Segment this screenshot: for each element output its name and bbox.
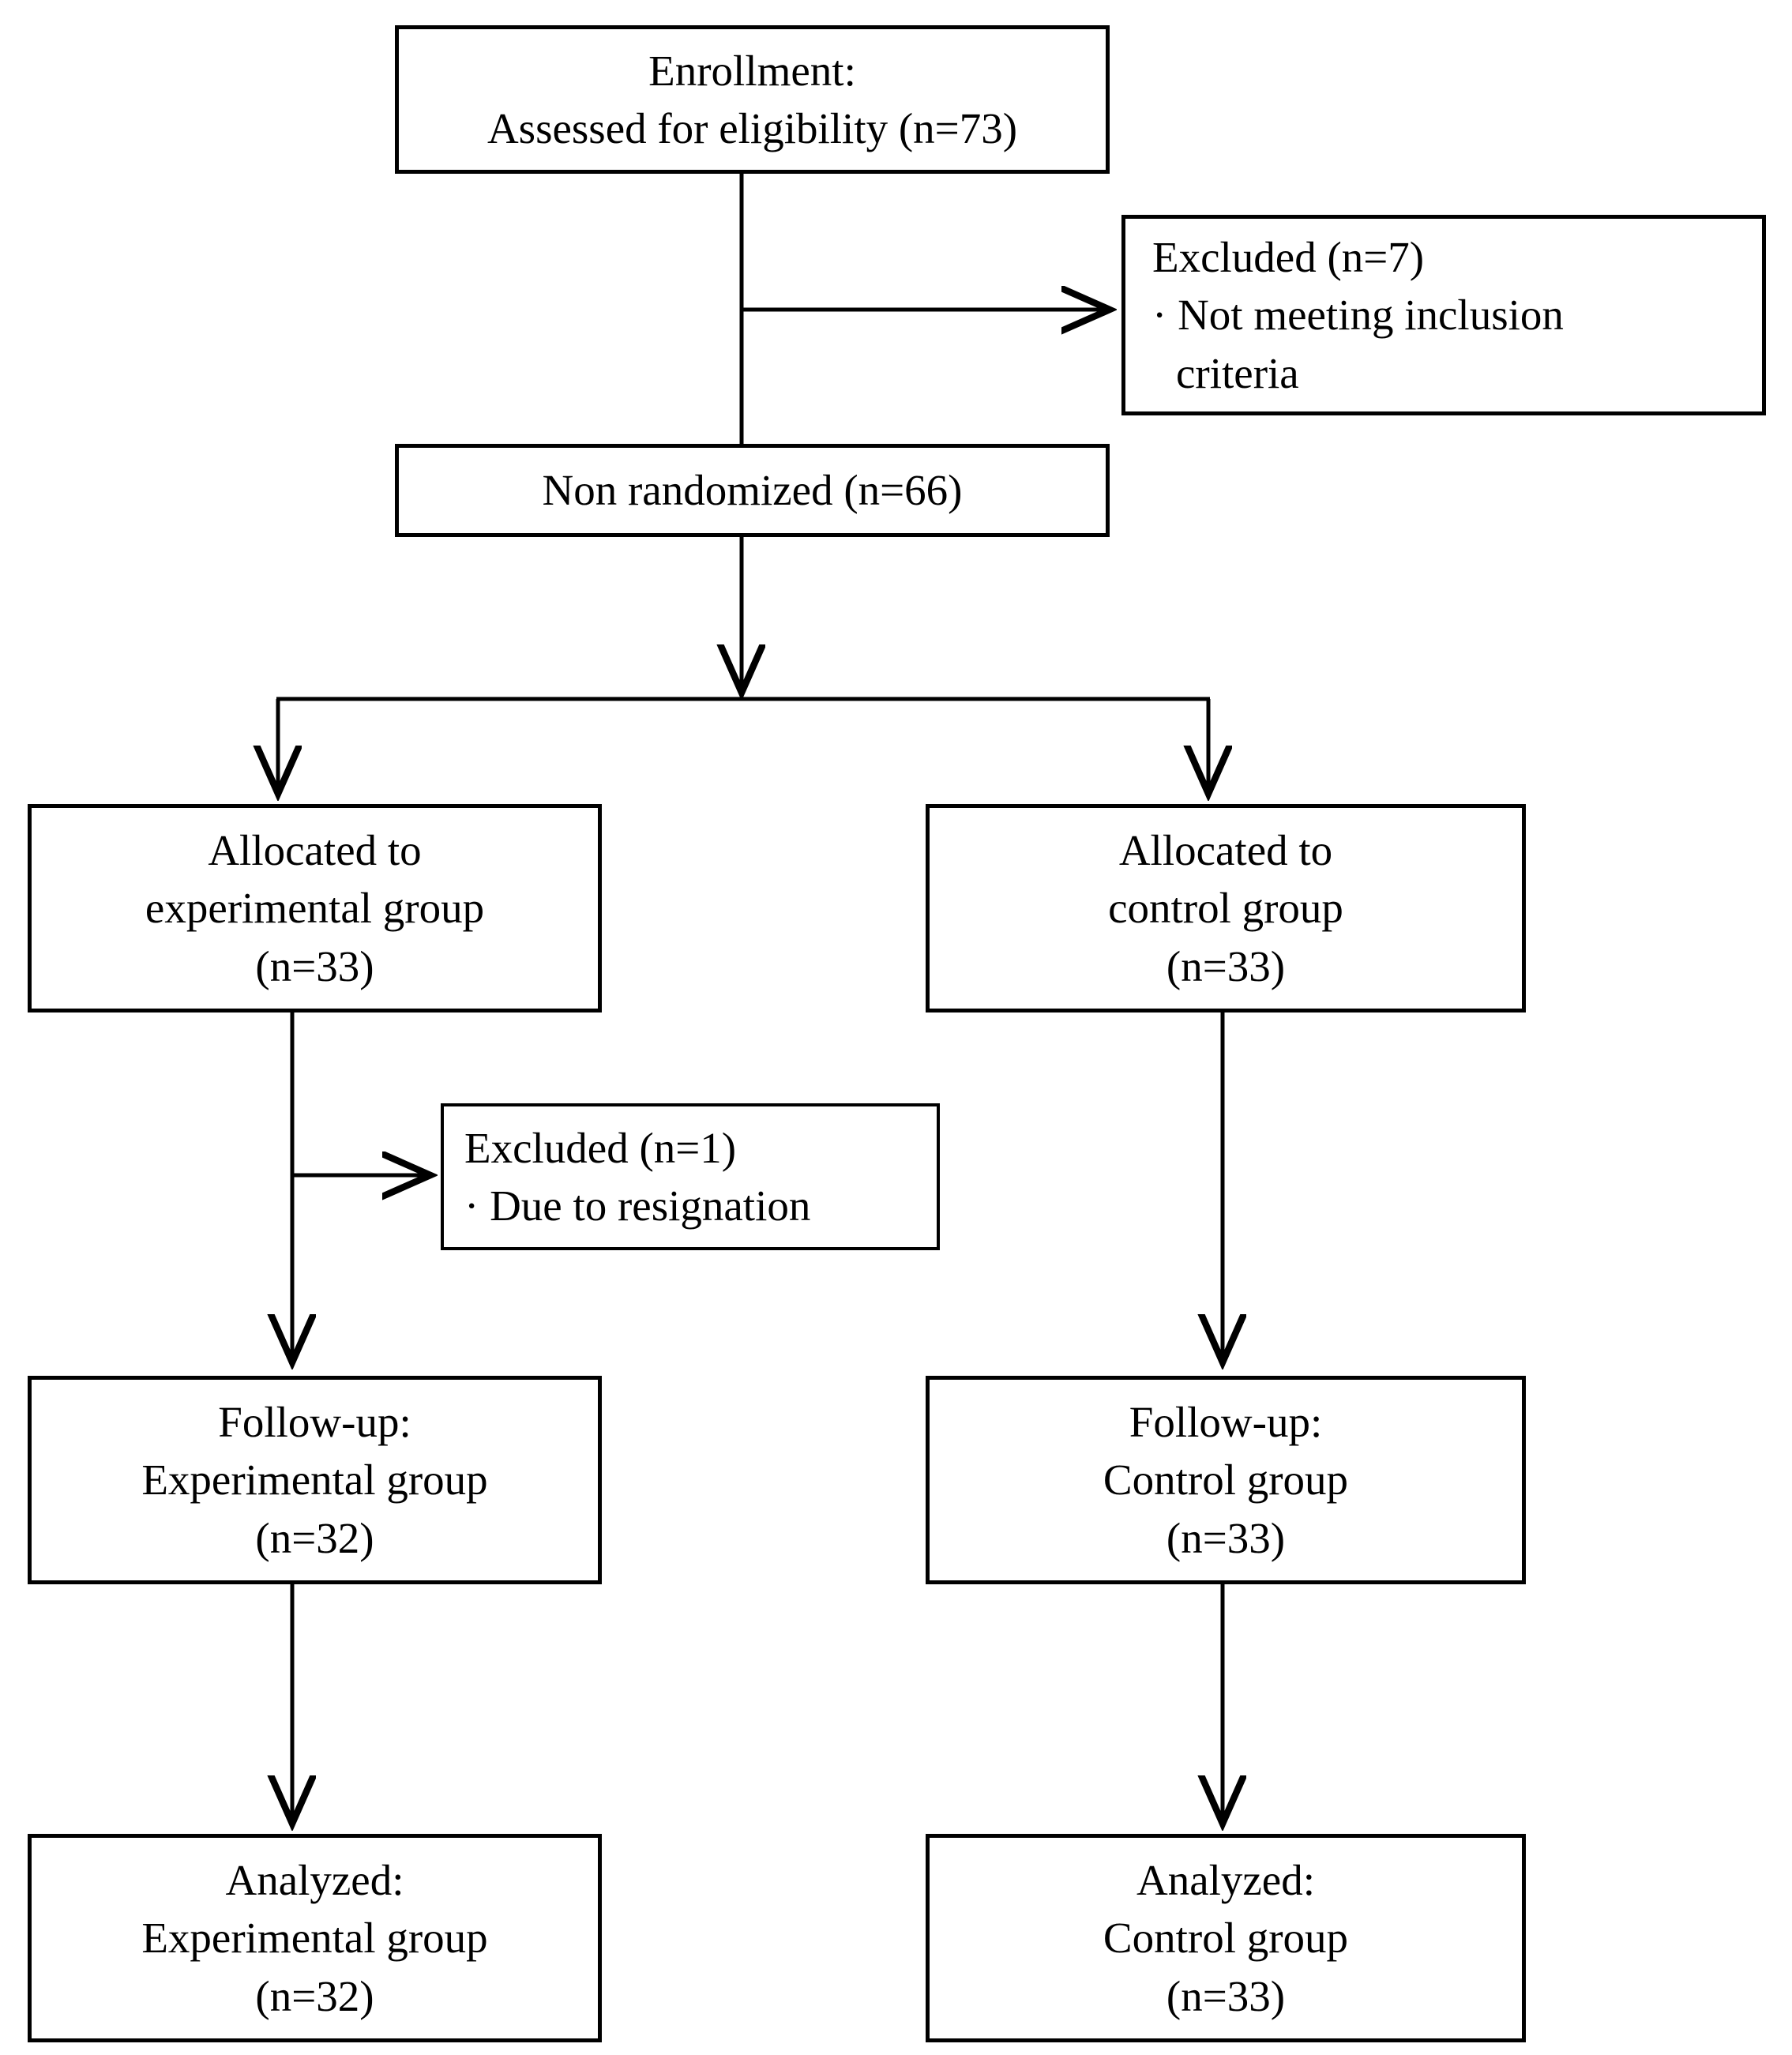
allocated-experimental-line-2: experimental group [145,884,485,933]
allocated-control-box: Allocated to control group (n=33) [926,804,1526,1012]
allocated-experimental-line-3: (n=33) [255,941,374,990]
excluded-enrollment-line-2: · Not meeting inclusion [1152,291,1564,340]
analyzed-control-line-3: (n=33) [1166,1971,1286,2020]
allocated-control-line-1: Allocated to [1118,826,1333,875]
allocated-control-line-2: control group [1108,884,1343,933]
analyzed-experimental-line-3: (n=32) [255,1971,374,2020]
analyzed-experimental-box: Analyzed: Experimental group (n=32) [28,1834,602,2042]
excluded-experimental-box: Excluded (n=1) · Due to resignation [441,1103,940,1250]
followup-experimental-box: Follow-up: Experimental group (n=32) [28,1376,602,1584]
excluded-enrollment-line-1: Excluded (n=7) [1152,233,1425,282]
followup-experimental-line-3: (n=32) [255,1513,374,1562]
analyzed-control-box: Analyzed: Control group (n=33) [926,1834,1526,2042]
analyzed-experimental-line-2: Experimental group [141,1914,488,1963]
allocated-experimental-line-1: Allocated to [208,826,422,875]
enrollment-line-1: Enrollment: [648,46,856,95]
allocated-experimental-box: Allocated to experimental group (n=33) [28,804,602,1012]
allocated-control-line-3: (n=33) [1166,941,1286,990]
enrollment-line-2: Assessed for eligibility (n=73) [487,104,1018,152]
non-randomized-box: Non randomized (n=66) [395,444,1110,537]
followup-experimental-line-2: Experimental group [141,1456,488,1505]
followup-control-line-2: Control group [1103,1456,1349,1505]
excluded-experimental-line-1: Excluded (n=1) [464,1123,737,1172]
followup-control-box: Follow-up: Control group (n=33) [926,1376,1526,1584]
non-randomized-line-1: Non randomized (n=66) [542,466,963,515]
followup-experimental-line-1: Follow-up: [218,1398,411,1447]
enrollment-box: Enrollment: Assessed for eligibility (n=… [395,25,1110,174]
excluded-experimental-line-2: · Due to resignation [464,1182,811,1230]
analyzed-control-line-2: Control group [1103,1914,1349,1963]
excluded-enrollment-line-3: criteria [1176,348,1299,397]
followup-control-line-3: (n=33) [1166,1513,1286,1562]
excluded-enrollment-box: Excluded (n=7) · Not meeting inclusion c… [1121,215,1766,415]
followup-control-line-1: Follow-up: [1129,1398,1323,1447]
analyzed-experimental-line-1: Analyzed: [225,1856,404,1905]
analyzed-control-line-1: Analyzed: [1136,1856,1315,1905]
